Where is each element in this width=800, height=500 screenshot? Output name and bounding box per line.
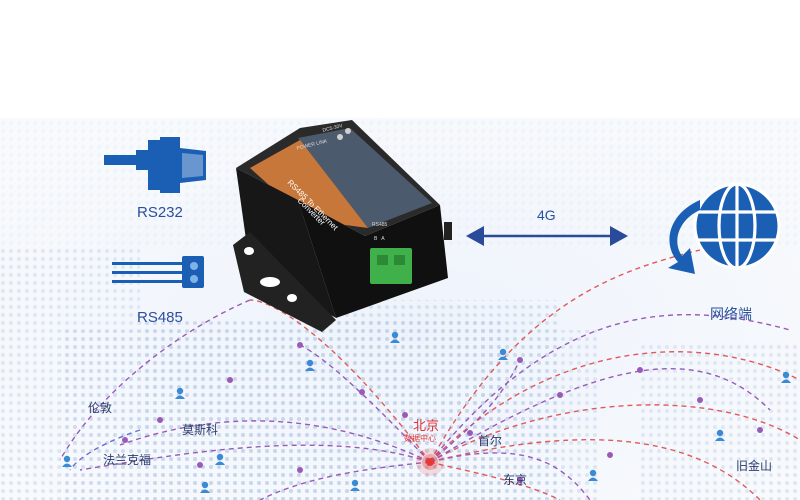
user-pin-icon <box>305 359 315 371</box>
rs232-label: RS232 <box>137 204 183 221</box>
rs232-connector-icon <box>104 137 206 193</box>
beijing-hub-marker <box>416 448 444 476</box>
city-seoul: 首尔 <box>478 434 503 448</box>
rs485-converter-device <box>233 120 452 332</box>
city-moscow: 莫斯科 <box>182 423 219 437</box>
user-pin-icons <box>62 331 791 493</box>
user-pin-icon <box>715 429 725 441</box>
rs485-terminal-icon <box>112 256 204 288</box>
user-pin-icon <box>200 481 210 493</box>
user-pin-icon <box>390 331 400 343</box>
city-beijing: 北京 <box>413 419 440 434</box>
user-pin-icon <box>588 469 598 481</box>
network-end-label: 网络端 <box>710 307 752 323</box>
route-nodes <box>122 342 763 483</box>
4g-link-label: 4G <box>537 207 556 223</box>
converter-port-label: RS485 <box>372 222 388 228</box>
city-beijing-datacenter: 数据中心 <box>404 434 436 443</box>
city-frankfurt: 法兰克福 <box>103 453 152 467</box>
user-pin-icon <box>215 453 225 465</box>
4g-link-arrow <box>466 226 628 246</box>
converter-port-pins: B A <box>374 236 385 242</box>
rs485-label: RS485 <box>137 309 183 326</box>
globe-network-icon <box>668 182 781 274</box>
user-pin-icon <box>498 348 508 360</box>
user-pin-icon <box>781 371 791 383</box>
user-pin-icon <box>175 387 185 399</box>
user-pin-icon <box>350 479 360 491</box>
city-london: 伦敦 <box>88 401 113 415</box>
city-sanfrancisco: 旧金山 <box>736 459 773 473</box>
user-pin-icon <box>62 455 72 467</box>
city-tokyo: 东京 <box>503 473 528 487</box>
